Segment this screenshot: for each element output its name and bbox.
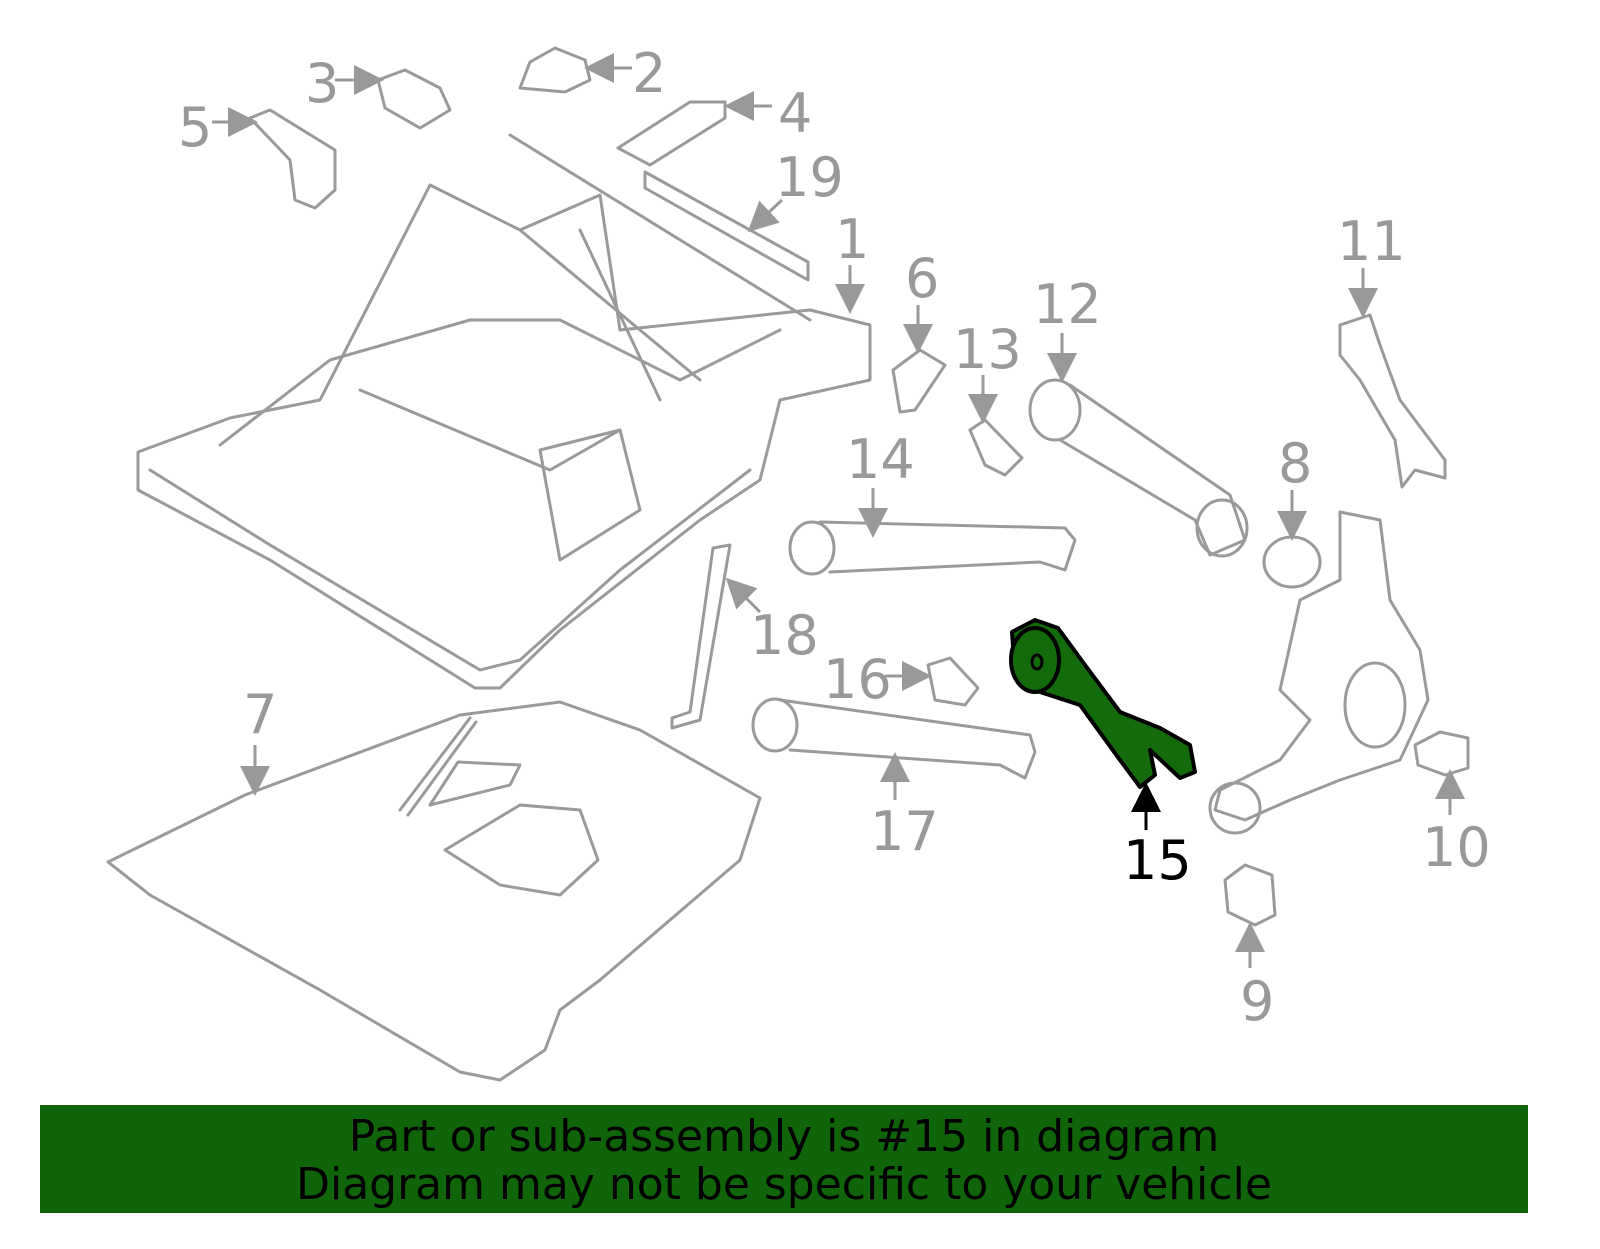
part-17-arm[interactable] <box>751 697 1037 780</box>
label-5: 5 <box>178 96 212 159</box>
part-14-arm[interactable] <box>788 520 1077 576</box>
label-4: 4 <box>778 82 812 145</box>
label-12: 12 <box>1033 273 1102 336</box>
label-18: 18 <box>750 604 819 667</box>
label-8: 8 <box>1278 432 1312 495</box>
part-3-mount[interactable] <box>376 68 452 130</box>
part-15-control-arm-highlighted[interactable] <box>1009 618 1197 789</box>
label-2: 2 <box>632 42 666 105</box>
label-7: 7 <box>243 683 277 746</box>
banner-line-2: Diagram may not be specific to your vehi… <box>296 1159 1272 1210</box>
label-15: 15 <box>1123 829 1192 892</box>
label-11: 11 <box>1337 210 1406 273</box>
part-9-bushing[interactable] <box>1223 863 1277 927</box>
label-16: 16 <box>823 648 892 711</box>
label-1: 1 <box>835 208 869 271</box>
part-16-bushing[interactable] <box>926 656 980 707</box>
part-8-knuckle[interactable] <box>1208 510 1430 835</box>
part-11-arm[interactable] <box>1338 313 1447 489</box>
part-4-plate[interactable] <box>616 100 727 167</box>
label-3: 3 <box>305 52 339 115</box>
label-6: 6 <box>905 247 939 310</box>
callout-labels: 1 2 3 4 5 6 7 8 9 10 11 12 13 14 15 16 1… <box>178 42 1491 1033</box>
callout-arrows <box>212 53 1465 968</box>
label-13: 13 <box>953 318 1022 381</box>
label-17: 17 <box>870 800 939 863</box>
part-10-bushing[interactable] <box>1413 730 1470 777</box>
part-12-arm[interactable] <box>1028 378 1249 558</box>
part-6-bracket[interactable] <box>891 348 947 414</box>
part-13-bushing[interactable] <box>968 418 1024 477</box>
label-9: 9 <box>1240 970 1274 1033</box>
label-10: 10 <box>1422 816 1491 879</box>
part-18-rod[interactable] <box>670 543 732 730</box>
part-2-bracket[interactable] <box>518 46 592 94</box>
part-7-skid-plate[interactable] <box>106 700 762 1082</box>
info-banner: Part or sub-assembly is #15 in diagram D… <box>40 1105 1528 1213</box>
label-19: 19 <box>775 146 844 209</box>
label-14: 14 <box>846 428 915 491</box>
part-1-subframe[interactable] <box>136 133 872 690</box>
banner-line-1: Part or sub-assembly is #15 in diagram <box>348 1111 1220 1162</box>
part-5-bracket[interactable] <box>248 108 337 210</box>
